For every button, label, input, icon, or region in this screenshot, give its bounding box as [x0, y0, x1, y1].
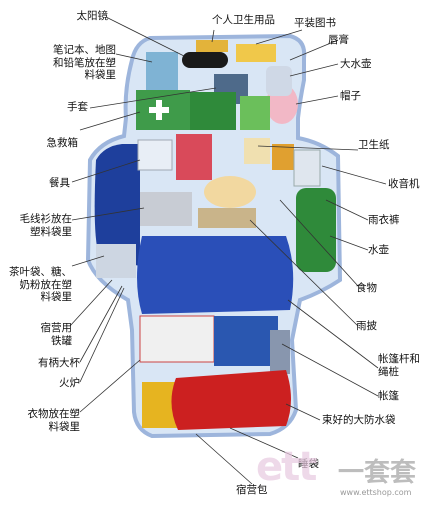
- blue-clothes-left: [94, 144, 140, 266]
- label-tent-poles: 帐篷杆和 绳桩: [378, 353, 420, 378]
- label-lip-balm: 唇膏: [328, 34, 349, 46]
- notebook-item: [146, 52, 178, 90]
- tent-item: [270, 330, 290, 374]
- label-canteen: 大水壶: [340, 58, 372, 70]
- label-clothes-bag: 衣物放在塑 料袋里: [27, 408, 81, 433]
- blue-clothes-main: [137, 236, 294, 314]
- watermark-url: www.ettshop.com: [340, 488, 412, 497]
- label-toilet-paper: 卫生纸: [358, 139, 390, 151]
- label-handle-cup: 有柄大杯: [38, 357, 80, 369]
- label-food: 食物: [356, 282, 377, 294]
- utensil-tubes: [176, 134, 212, 180]
- label-tea-sugar: 茶叶袋、糖、 奶粉放在塑 料袋里: [9, 266, 72, 303]
- rain-cape-item: [198, 208, 256, 228]
- first-aid-cross-h: [149, 107, 169, 113]
- leader-lines: [69, 16, 387, 485]
- sunglasses-item: [182, 52, 228, 68]
- toiletries-item: [196, 40, 228, 52]
- label-radio: 收音机: [388, 178, 420, 190]
- label-gloves: 手套: [67, 101, 88, 113]
- food-plate-item: [204, 176, 256, 208]
- red-waterproof-bag: [171, 370, 291, 430]
- tableware-item: [137, 139, 173, 171]
- label-camp-can: 宿营用 铁罐: [40, 322, 73, 347]
- radio-item: [293, 149, 321, 187]
- label-rain-cape: 雨披: [356, 320, 377, 332]
- paperback-item: [236, 44, 276, 62]
- label-camp-bag: 宿营包: [236, 484, 268, 496]
- canteen-item: [266, 66, 292, 96]
- tent-poles-item: [139, 315, 215, 363]
- label-raincoat: 雨衣裤: [368, 214, 400, 226]
- green-box-item: [190, 92, 236, 130]
- label-notebook-map: 笔记本、地图 和铅笔放在塑 料袋里: [53, 44, 116, 81]
- sweater-item: [140, 192, 192, 226]
- food-box-item: [272, 144, 294, 170]
- label-paperback: 平装图书: [294, 17, 336, 29]
- label-sleeping-bag: 睡袋: [298, 458, 319, 470]
- label-toiletries: 个人卫生用品: [212, 14, 275, 26]
- label-waterproof-bag: 束好的大防水袋: [322, 414, 396, 426]
- label-tableware: 餐具: [49, 177, 70, 189]
- toilet-paper-item: [244, 138, 270, 164]
- label-sweater: 毛线衫放在 塑料袋里: [19, 213, 73, 238]
- label-water-bottle: 水壶: [368, 244, 389, 256]
- label-hat: 帽子: [340, 90, 361, 102]
- label-tent: 帐篷: [378, 390, 399, 402]
- label-sunglasses: 太阳镜: [76, 10, 109, 22]
- jeans-item: [214, 316, 278, 366]
- tea-sugar-item: [96, 244, 136, 278]
- label-first-aid: 急救箱: [46, 137, 79, 149]
- watermark-brand: 一套套: [338, 458, 417, 488]
- water-bottle-item: [296, 188, 336, 272]
- raincoat-item: [240, 96, 270, 130]
- label-stove: 火炉: [59, 377, 80, 389]
- watermark-logo: ett: [256, 444, 317, 490]
